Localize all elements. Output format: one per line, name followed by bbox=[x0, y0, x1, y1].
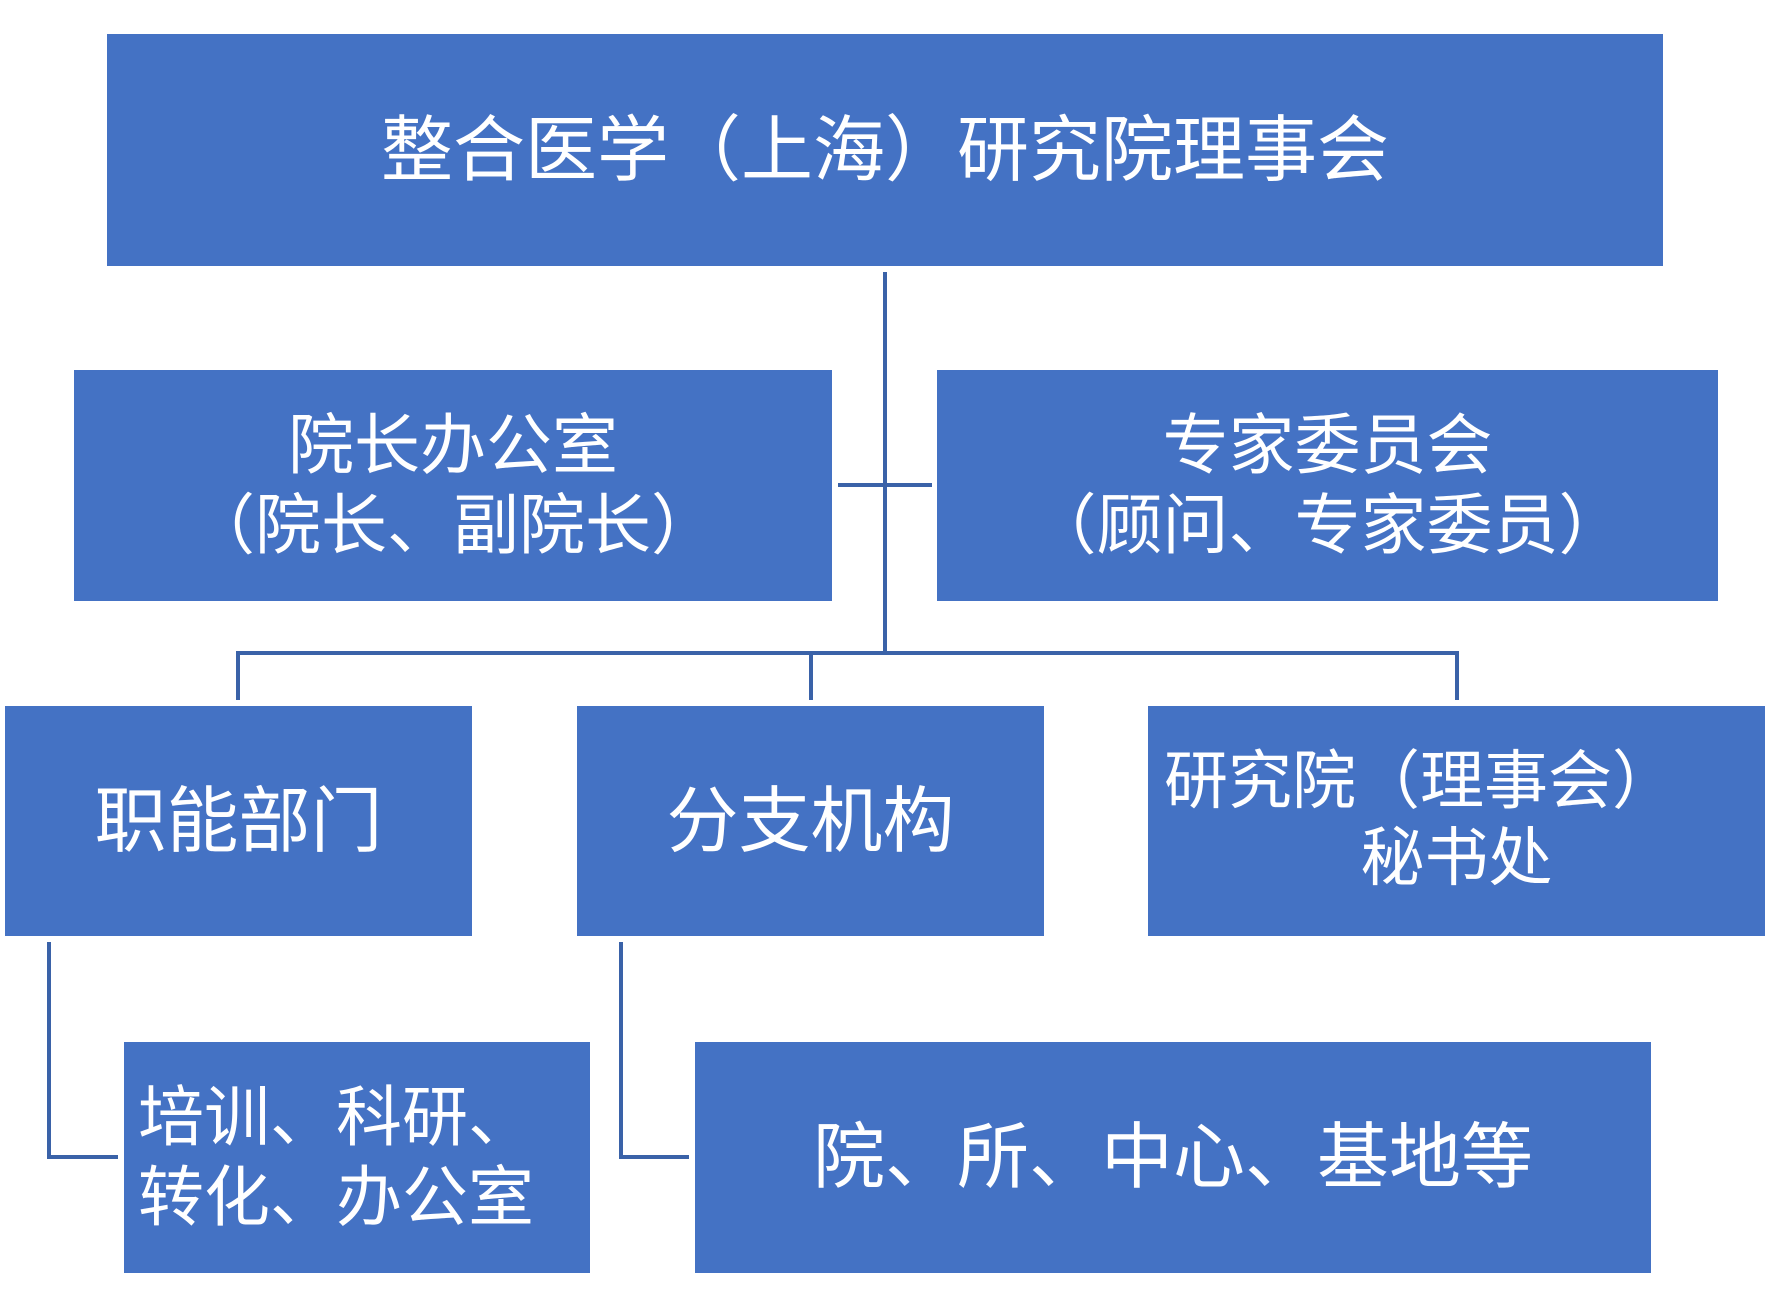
president-office-box: 院长办公室 （院长、副院长） bbox=[74, 370, 832, 601]
secretariat-subtitle: 秘书处 bbox=[1360, 822, 1553, 896]
branches-sub-label: 院、所、中心、基地等 bbox=[812, 1115, 1533, 1200]
connector-drop-branches bbox=[809, 651, 813, 700]
expert-committee-members: （顾问、专家委员） bbox=[1030, 486, 1625, 564]
connector-middle-cross bbox=[838, 483, 932, 487]
expert-committee-title: 专家委员会 bbox=[1162, 407, 1493, 485]
branches-box: 分支机构 bbox=[577, 706, 1044, 936]
connector-drop-secretariat bbox=[1455, 651, 1459, 700]
president-office-members: （院长、副院长） bbox=[189, 486, 717, 564]
functional-departments-box: 职能部门 bbox=[5, 706, 472, 936]
connector-functional-across bbox=[47, 1155, 118, 1159]
branches-label: 分支机构 bbox=[666, 778, 955, 863]
president-office-title: 院长办公室 bbox=[288, 407, 618, 485]
board-title: 整合医学（上海）研究院理事会 bbox=[380, 107, 1389, 192]
secretariat-box: 研究院（理事会） 秘书处 bbox=[1148, 706, 1765, 936]
expert-committee-box: 专家委员会 （顾问、专家委员） bbox=[937, 370, 1718, 601]
functional-sub-line2: 转化、办公室 bbox=[138, 1158, 534, 1236]
board-box: 整合医学（上海）研究院理事会 bbox=[107, 34, 1663, 266]
secretariat-title: 研究院（理事会） bbox=[1164, 745, 1676, 820]
connector-branches-down bbox=[619, 942, 623, 1158]
functional-sub-line1: 培训、科研、 bbox=[138, 1079, 534, 1157]
functional-departments-label: 职能部门 bbox=[94, 778, 383, 863]
branches-sub-box: 院、所、中心、基地等 bbox=[695, 1042, 1651, 1273]
connector-functional-down bbox=[47, 942, 51, 1158]
connector-drop-functional bbox=[236, 651, 240, 700]
functional-sub-box: 培训、科研、 转化、办公室 bbox=[124, 1042, 590, 1273]
connector-trunk bbox=[883, 272, 887, 654]
connector-horizontal-bar bbox=[236, 651, 1459, 655]
connector-branches-across bbox=[619, 1155, 689, 1159]
